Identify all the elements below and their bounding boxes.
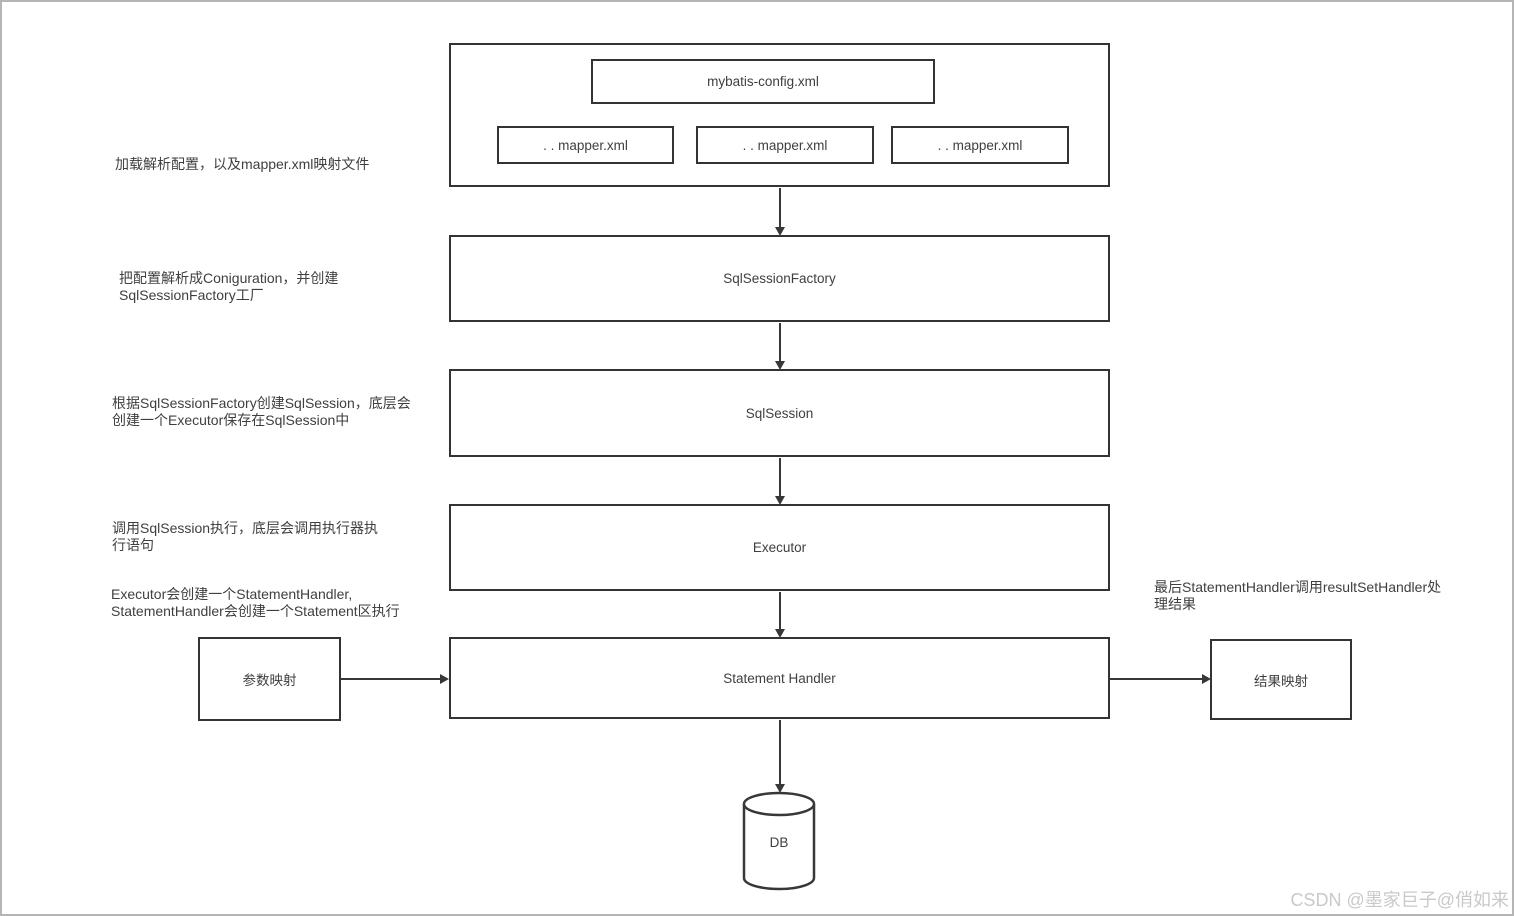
mybatis-config-box: mybatis-config.xml [591,59,935,104]
mapper-label-3: . . mapper.xml [937,137,1023,153]
param-mapping-box: 参数映射 [198,637,341,721]
annotation-result-handler: 最后StatementHandler调用resultSetHandler处 理结… [1154,579,1442,612]
executor-label: Executor [752,540,807,555]
arrow-statement-to-db [779,720,781,791]
sql-session-label: SqlSession [745,405,814,421]
db-cylinder-icon [742,791,816,891]
mapper-box-2: . . mapper.xml [696,126,874,164]
mapper-box-1: . . mapper.xml [497,126,674,164]
sql-session-box: SqlSession [449,369,1110,457]
arrow-factory-to-session [779,323,781,368]
arrow-session-to-executor [779,458,781,503]
mybatis-config-label: mybatis-config.xml [707,74,819,89]
mapper-label-2: . . mapper.xml [742,137,828,153]
annotation-build-factory: 把配置解析成Coniguration，并创建 SqlSessionFactory… [119,270,339,303]
watermark: CSDN @墨家巨子@俏如来 [1290,890,1509,910]
annotation-create-statement: Executor会创建一个StatementHandler, Statement… [111,586,400,619]
mapper-box-3: . . mapper.xml [891,126,1069,164]
executor-box: Executor [449,504,1110,591]
arrow-config-to-factory [779,188,781,234]
arrow-statement-to-result [1110,678,1209,680]
mapper-label-1: . . mapper.xml [543,137,628,153]
arrow-executor-to-statement [779,592,781,636]
annotation-load-config: 加载解析配置，以及mapper.xml映射文件 [115,156,370,172]
result-mapping-box: 结果映射 [1210,639,1352,720]
param-mapping-label: 参数映射 [242,673,297,688]
db-cylinder: DB [742,791,816,891]
arrow-param-to-statement [341,678,447,680]
annotation-call-session: 调用SqlSession执行，底层会调用执行器执 行语句 [112,520,379,553]
db-label: DB [769,835,789,850]
result-mapping-label: 结果映射 [1254,673,1308,689]
annotation-create-session: 根据SqlSessionFactory创建SqlSession，底层会 创建一个… [112,395,411,428]
statement-handler-label: Statement Handler [723,670,836,686]
statement-handler-box: Statement Handler [449,637,1110,719]
sql-session-factory-box: SqlSessionFactory [449,235,1110,322]
sql-session-factory-label: SqlSessionFactory [723,271,836,286]
